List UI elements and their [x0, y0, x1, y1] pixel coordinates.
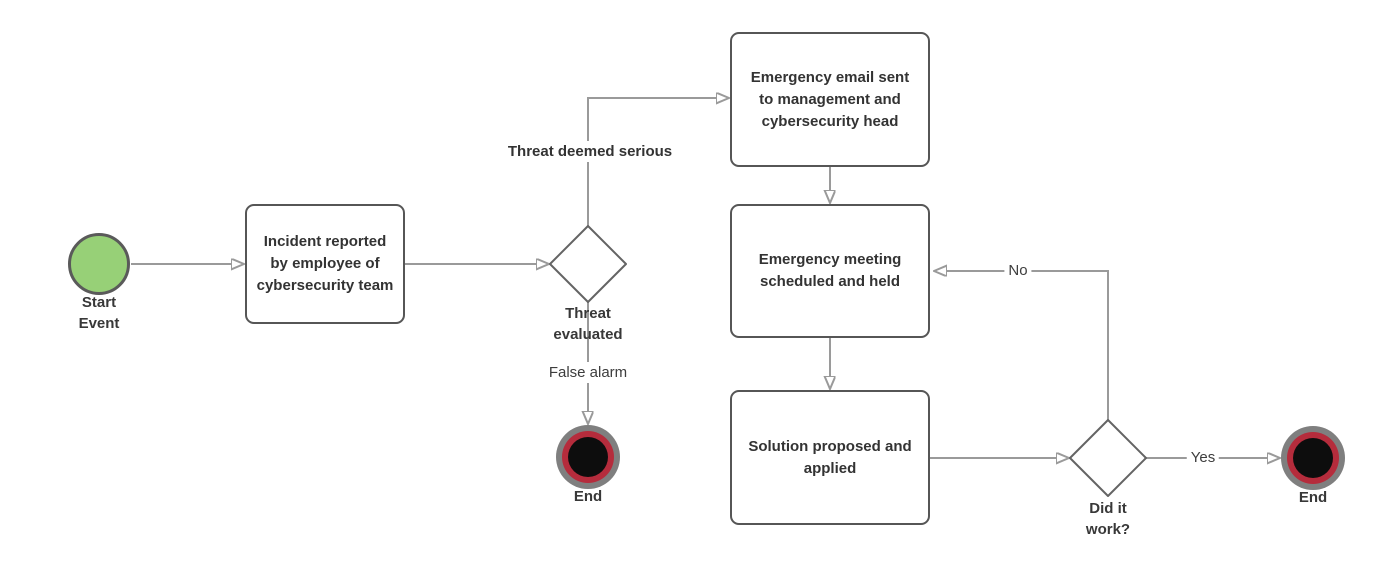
end-event-false-alarm-label: End: [573, 488, 603, 505]
end-event-core: [1293, 438, 1333, 478]
end-event-ring: [1287, 432, 1339, 484]
task-solution-applied: Solution proposed and applied: [730, 390, 930, 525]
connector-no-to-meeting: [946, 271, 1109, 420]
start-event-node: [68, 233, 130, 295]
decision-did-it-work-label: Did it work?: [1085, 500, 1131, 538]
end-event-success-node: [1281, 426, 1345, 490]
task-incident-reported: Incident reported by employee of cyberse…: [245, 204, 405, 324]
end-event-success-label: End: [1298, 489, 1328, 506]
end-event-false-alarm-node: [556, 425, 620, 489]
decision-threat-evaluated-label: Threat evaluated: [553, 305, 623, 343]
edge-label-threat-deemed-serious: Threat deemed serious: [503, 141, 677, 162]
edge-label-no: No: [1004, 260, 1032, 281]
task-emergency-email-label: Emergency email sent to management and c…: [750, 68, 910, 130]
task-emergency-email: Emergency email sent to management and c…: [730, 32, 930, 167]
task-solution-applied-label: Solution proposed and applied: [748, 437, 912, 477]
end-event-core: [568, 437, 608, 477]
task-incident-reported-label: Incident reported by employee of cyberse…: [256, 233, 394, 294]
end-event-ring: [562, 431, 614, 483]
task-emergency-meeting: Emergency meeting scheduled and held: [730, 204, 930, 338]
decision-threat-evaluated-shape: [549, 225, 627, 303]
edge-label-yes: Yes: [1186, 447, 1220, 468]
start-event-label: Start Event: [78, 294, 120, 332]
decision-did-it-work-shape: [1069, 419, 1147, 497]
task-emergency-meeting-label: Emergency meeting scheduled and held: [758, 251, 902, 290]
edge-label-false-alarm: False alarm: [544, 362, 632, 383]
connector-threat-serious-to-email: [587, 98, 717, 226]
